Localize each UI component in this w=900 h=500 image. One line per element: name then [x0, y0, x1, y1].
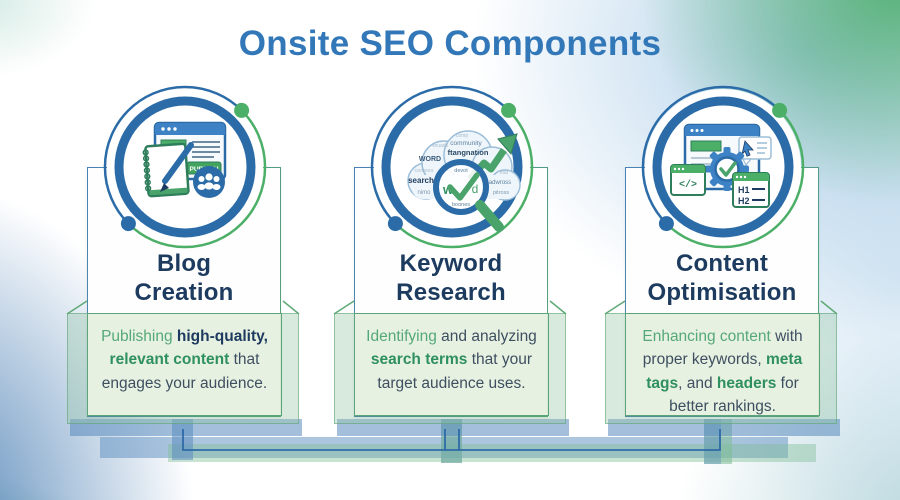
magnifier-letter-d: d: [472, 182, 479, 196]
card-title-line: Creation: [134, 278, 234, 306]
blue-node-dot: [658, 216, 674, 232]
svg-text:viruads: viruads: [432, 143, 449, 149]
card-description: Enhancing content with proper keywords, …: [625, 313, 820, 416]
code-tag-label: </>: [679, 179, 697, 191]
magnifier-icon: devot boones w d: [433, 159, 504, 232]
magnifier-word-bottom: boones: [452, 202, 470, 208]
column-content-optimisation: Content Optimisation Enhancing content w…: [598, 0, 848, 500]
green-node-dot: [501, 102, 517, 118]
column-blog-creation: Blog Creation Publishing high-quality, r…: [60, 0, 310, 500]
svg-text:pitross: pitross: [493, 190, 509, 196]
word-cloud-words: comp community ftangnation viruads WORD …: [408, 133, 511, 196]
h1-label: H1: [738, 185, 750, 195]
headers-window-icon: H1 H2: [732, 172, 770, 208]
card-description: Identifying and analyzing search terms t…: [354, 313, 549, 416]
magnifier-word-top: devot: [454, 168, 468, 174]
pen-icon: [160, 142, 194, 192]
blog-creation-medallion: PUBLISH: [103, 85, 267, 249]
outer-ring-green-arc: [394, 109, 534, 249]
outer-ring-green-arc: [127, 109, 267, 249]
card-title: Content Optimisation: [626, 250, 818, 308]
card-title-line: Blog: [156, 250, 212, 277]
browser-header: [685, 125, 759, 136]
blog-publish-icon: PUBLISH: [142, 121, 227, 198]
card-title: Keyword Research: [355, 250, 547, 308]
check-mark: [447, 172, 480, 201]
svg-text:comp: comp: [456, 133, 468, 139]
card-title: Blog Creation: [88, 250, 280, 308]
keyword-research-medallion: comp community ftangnation viruads WORD …: [370, 85, 534, 249]
browser-header: [155, 123, 225, 135]
page-title: Onsite SEO Components: [238, 24, 662, 63]
code-window-icon: </>: [670, 164, 706, 196]
svg-text:mar: mar: [500, 170, 509, 176]
card-title-line: Optimisation: [647, 278, 797, 306]
card-title-line: Content: [675, 250, 769, 277]
green-node-dot: [234, 102, 250, 118]
outer-ring-green-arc: [665, 109, 805, 249]
outer-ring-blue-arc: [103, 85, 243, 225]
content-gear-icon: </> H1 H2: [670, 123, 772, 208]
outer-ring-blue-arc: [370, 85, 510, 225]
blue-node-dot: [120, 216, 136, 232]
h2-label: H2: [738, 196, 750, 206]
svg-text:ftangnation: ftangnation: [448, 148, 489, 157]
notebook-icon: [142, 142, 190, 198]
svg-text:community: community: [450, 140, 482, 147]
outer-ring-blue-arc: [641, 85, 781, 225]
green-node-dot: [772, 102, 788, 118]
check-mark: [719, 161, 737, 177]
community-badge-icon: [193, 166, 225, 198]
header-block: [690, 140, 722, 152]
svg-text:adwross: adwross: [489, 180, 511, 186]
card-title-line: Research: [396, 278, 506, 306]
column-keyword-research: Keyword Research Identifying and analyzi…: [327, 0, 577, 500]
blue-node-dot: [387, 216, 403, 232]
svg-text:nimo: nimo: [417, 190, 431, 196]
svg-text:WORD: WORD: [419, 156, 441, 163]
content-optimisation-medallion: </> H1 H2: [641, 85, 805, 249]
text-lines: [192, 141, 220, 158]
svg-text:search: search: [408, 176, 434, 185]
card-title-line: Keyword: [399, 250, 503, 277]
card-description: Publishing high-quality, relevant conten…: [87, 313, 282, 416]
keyword-magnifier-icon: comp community ftangnation viruads WORD …: [407, 130, 521, 232]
svg-text:comses: comses: [415, 168, 434, 174]
